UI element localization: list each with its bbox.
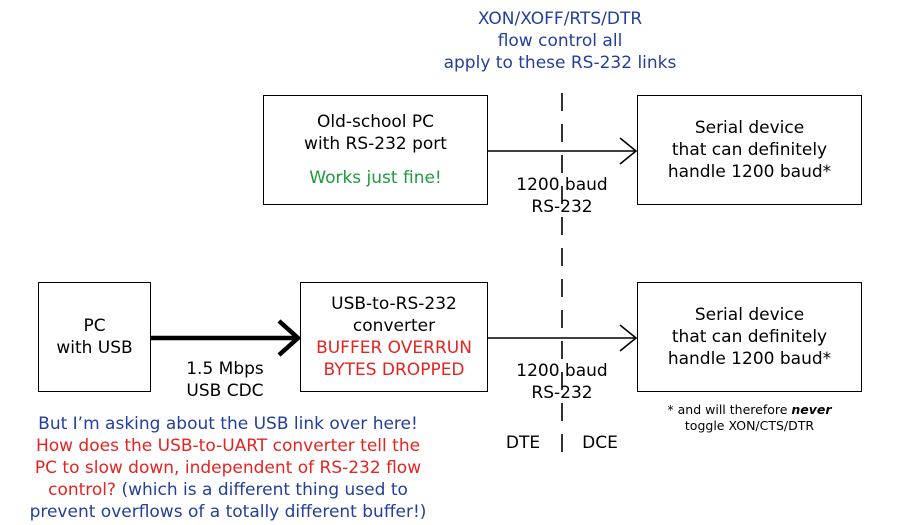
usb-to-rs232-converter-box: USB-to-RS-232 converter BUFFER OVERRUN B…	[300, 282, 488, 392]
footnote-line1: * and will therefore never	[627, 402, 872, 418]
question-line5: prevent overflows of a totally different…	[29, 502, 427, 522]
works-fine-status: Works just fine!	[309, 168, 442, 188]
old-school-pc-box: Old-school PC with RS-232 port Works jus…	[263, 95, 488, 205]
serial-device-top-line2: that can definitely	[671, 140, 828, 160]
pc-with-usb-line1: PC	[83, 316, 106, 336]
serial-device-top-line1: Serial device	[694, 118, 805, 138]
question-line4-red: control?	[48, 480, 117, 500]
footnote: * and will therefore never toggle XON/CT…	[627, 402, 872, 434]
dte-label: DTE	[505, 433, 541, 453]
serial-device-top-box: Serial device that can definitely handle…	[637, 95, 862, 205]
converter-line1: USB-to-RS-232	[331, 294, 457, 314]
old-school-pc-line1: Old-school PC	[316, 112, 435, 132]
converter-line2: converter	[352, 316, 436, 336]
serial-device-bottom-box: Serial device that can definitely handle…	[637, 282, 862, 392]
serial-device-bottom-line2: that can definitely	[671, 327, 828, 347]
dce-label: DCE	[582, 433, 618, 453]
pc-with-usb-line2: with USB	[56, 338, 133, 358]
rs232-link-bottom-protocol: RS-232	[531, 383, 593, 403]
question-line4-blue: (which is a different thing used to	[116, 480, 408, 500]
usb-question-note: But I’m asking about the USB link over h…	[0, 413, 458, 523]
serial-device-bottom-line3: handle 1200 baud*	[667, 349, 832, 369]
footnote-prefix: * and will therefore	[667, 402, 792, 417]
flow-control-note-line1: XON/XOFF/RTS/DTR	[477, 9, 643, 29]
flow-control-note-line3: apply to these RS-232 links	[443, 53, 677, 73]
footnote-never: never	[791, 402, 832, 417]
question-line4: control? (which is a different thing use…	[0, 479, 458, 501]
rs232-link-bottom-label: 1200 baud RS-232	[500, 360, 624, 404]
usb-link-speed: 1.5 Mbps	[186, 359, 264, 379]
usb-link-protocol: USB CDC	[186, 381, 264, 401]
question-line1: But I’m asking about the USB link over h…	[38, 414, 418, 434]
usb-link-label: 1.5 Mbps USB CDC	[165, 358, 285, 402]
serial-device-bottom-line1: Serial device	[694, 305, 805, 325]
old-school-pc-line2: with RS-232 port	[304, 134, 447, 154]
pc-with-usb-box: PC with USB	[38, 282, 151, 392]
footnote-line2: toggle XON/CTS/DTR	[684, 418, 815, 433]
flow-control-note: XON/XOFF/RTS/DTR flow control all apply …	[400, 8, 720, 74]
rs232-link-top-label: 1200 baud RS-232	[500, 174, 624, 218]
question-line3: PC to slow down, independent of RS-232 f…	[34, 458, 422, 478]
serial-device-top-line3: handle 1200 baud*	[667, 162, 832, 182]
rs232-link-bottom-baud: 1200 baud	[516, 361, 608, 381]
rs232-link-top-baud: 1200 baud	[516, 175, 608, 195]
question-line2: How does the USB-to-UART converter tell …	[35, 436, 421, 456]
flow-control-note-line2: flow control all	[497, 31, 623, 51]
buffer-overrun-error: BUFFER OVERRUN	[316, 338, 472, 358]
rs232-link-top-protocol: RS-232	[531, 197, 593, 217]
bytes-dropped-error: BYTES DROPPED	[323, 360, 465, 380]
